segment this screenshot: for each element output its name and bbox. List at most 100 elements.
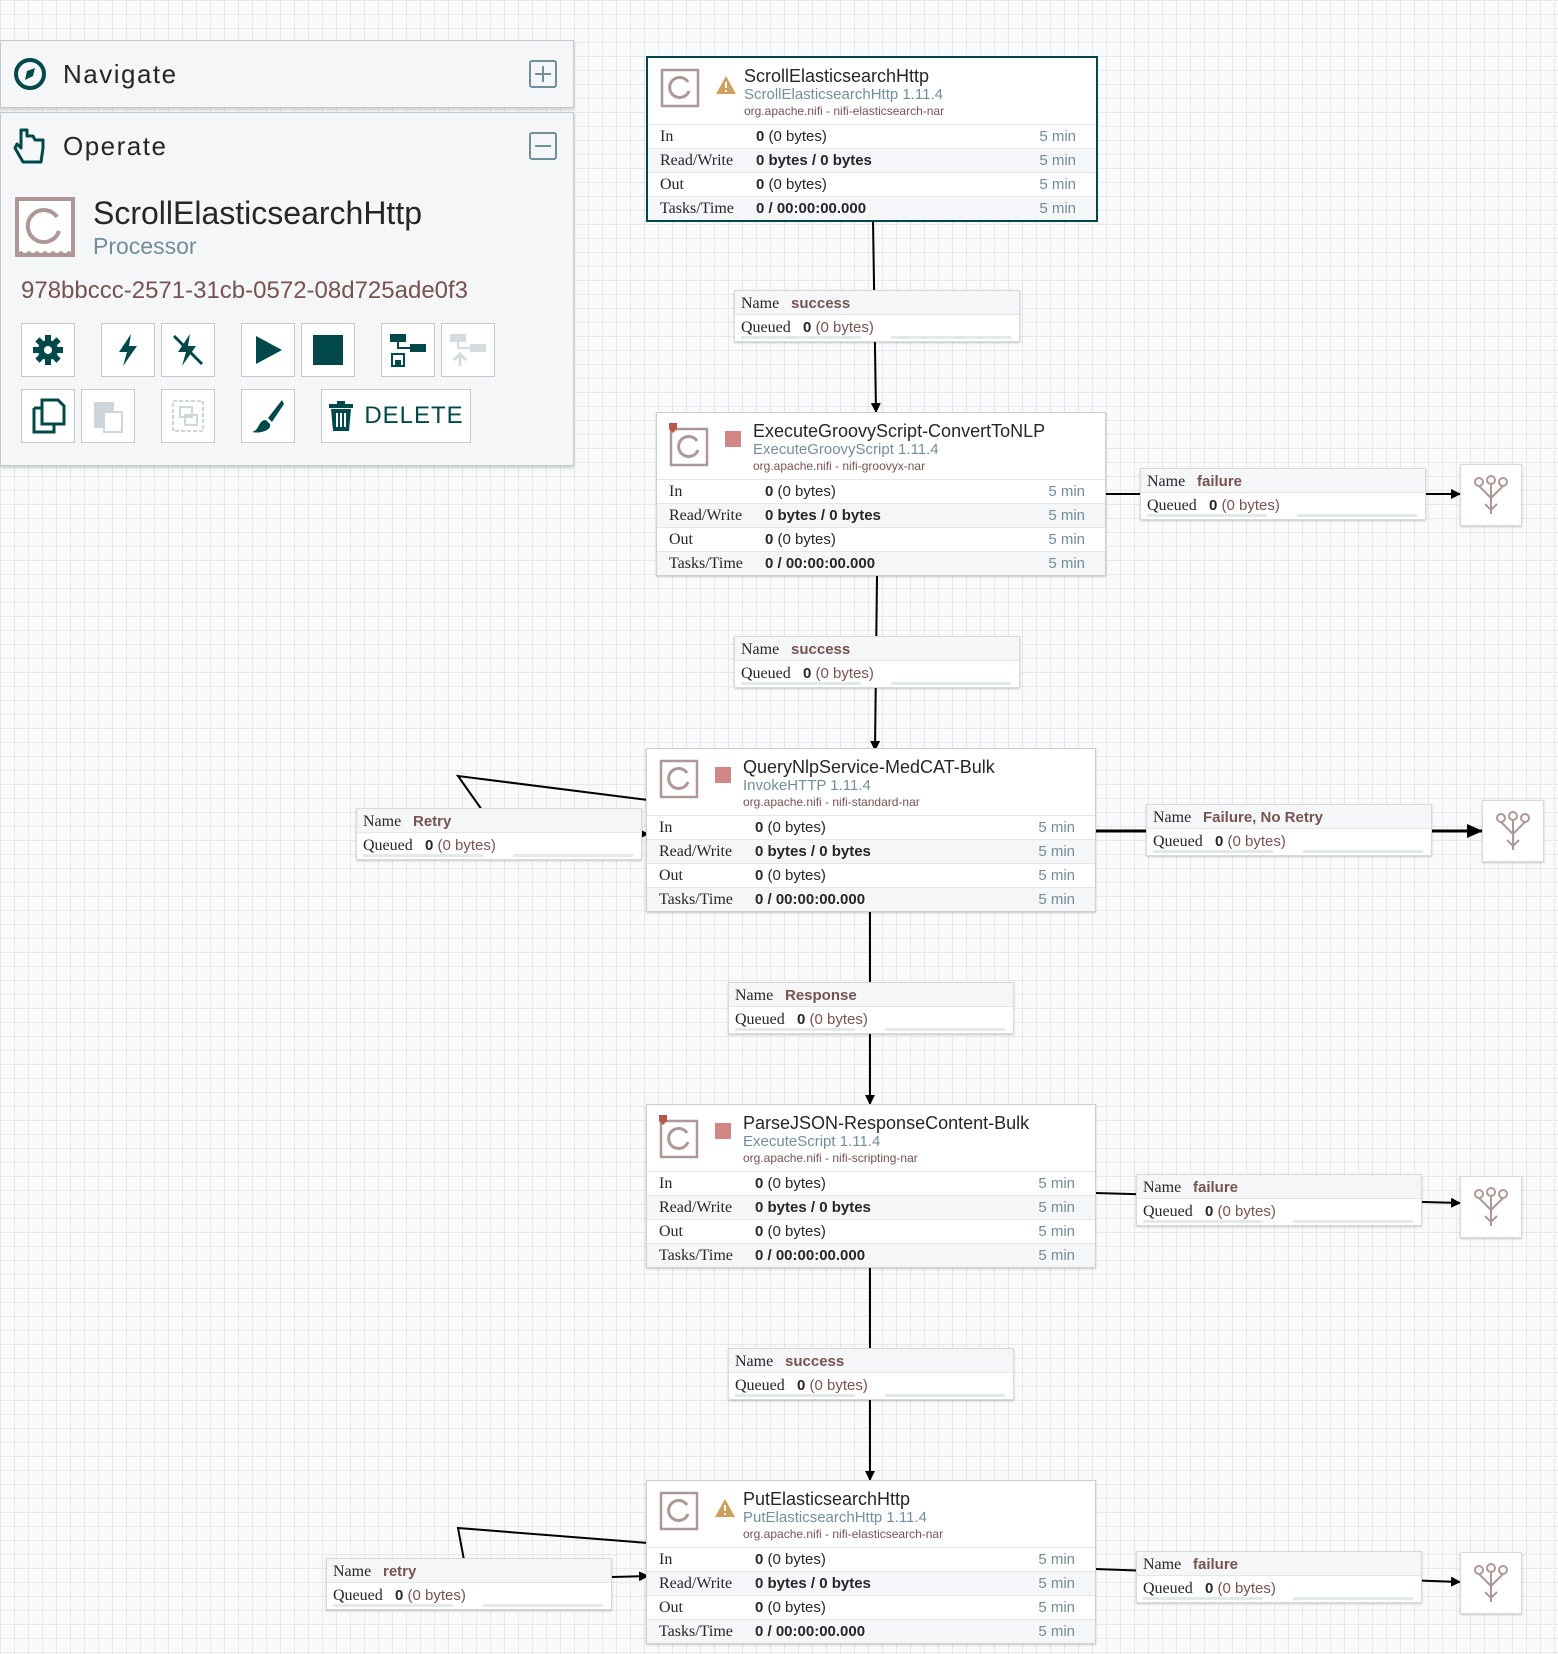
navigate-title: Navigate <box>63 58 178 89</box>
expand-icon[interactable] <box>529 60 557 88</box>
create-template-button[interactable] <box>381 323 435 377</box>
navigate-panel: Navigate <box>0 40 574 108</box>
copy-icon <box>32 398 66 434</box>
funnel[interactable] <box>1460 1552 1522 1614</box>
funnel-icon <box>1496 811 1530 850</box>
processor-icon <box>659 759 699 799</box>
funnel-icon <box>1474 1563 1508 1602</box>
color-brush-icon <box>252 400 284 433</box>
stopped-icon <box>715 1123 731 1139</box>
delete-button[interactable]: DELETE <box>321 389 471 443</box>
processor-bundle: org.apache.nifi - nifi-groovyx-nar <box>753 459 926 473</box>
funnel[interactable] <box>1460 464 1522 526</box>
funnel-icon <box>1474 475 1508 514</box>
processor-name: ExecuteGroovyScript-ConvertToNLP <box>753 421 1046 441</box>
stop-icon <box>313 335 343 365</box>
upload-template-button[interactable] <box>441 323 495 377</box>
processor-scroll-elasticsearch[interactable]: ScrollElasticsearchHttp ScrollElasticsea… <box>646 56 1098 222</box>
processor-name: QueryNlpService-MedCAT-Bulk <box>743 757 995 777</box>
template-upload-icon <box>450 334 486 366</box>
stop-button[interactable] <box>301 323 355 377</box>
processor-name: ScrollElasticsearchHttp <box>744 66 930 86</box>
processor-icon <box>659 1115 699 1159</box>
processor-bundle: org.apache.nifi - nifi-standard-nar <box>743 795 920 809</box>
compass-icon <box>14 58 46 90</box>
processor-icon <box>660 68 700 108</box>
processor-type: ExecuteScript 1.11.4 <box>743 1133 881 1150</box>
processor-name: ParseJSON-ResponseContent-Bulk <box>743 1113 1030 1133</box>
funnel[interactable] <box>1460 1176 1522 1238</box>
warning-icon <box>715 1499 735 1517</box>
operate-title: Operate <box>63 130 168 161</box>
processor-icon <box>13 195 77 264</box>
template-create-icon <box>390 334 426 367</box>
operate-panel: Operate ScrollElasticsearchHttp Processo… <box>0 112 574 466</box>
play-icon <box>256 336 282 364</box>
paste-button[interactable] <box>81 389 135 443</box>
stopped-icon <box>715 767 731 783</box>
processor-type: InvokeHTTP 1.11.4 <box>743 777 871 794</box>
group-button[interactable] <box>161 389 215 443</box>
start-button[interactable] <box>241 323 295 377</box>
warning-icon <box>716 76 736 94</box>
processor-bundle: org.apache.nifi - nifi-elasticsearch-nar <box>744 104 945 118</box>
processor-icon <box>659 1491 699 1531</box>
processor-parse-json[interactable]: ParseJSON-ResponseContent-Bulk ExecuteSc… <box>646 1104 1096 1268</box>
copy-button[interactable] <box>21 389 75 443</box>
disable-icon <box>172 334 204 366</box>
funnel[interactable] <box>1482 800 1544 862</box>
processor-bundle: org.apache.nifi - nifi-elasticsearch-nar <box>743 1527 944 1541</box>
disable-button[interactable] <box>161 323 215 377</box>
processor-put-elasticsearch[interactable]: PutElasticsearchHttp PutElasticsearchHtt… <box>646 1480 1096 1644</box>
configure-button[interactable] <box>21 323 75 377</box>
processor-name: PutElasticsearchHttp <box>743 1489 911 1509</box>
processor-type: ExecuteGroovyScript 1.11.4 <box>753 441 939 458</box>
processor-type: PutElasticsearchHttp 1.11.4 <box>743 1509 927 1526</box>
stopped-icon <box>725 431 741 447</box>
selection-name: ScrollElasticsearchHttp <box>93 195 422 231</box>
processor-icon <box>669 423 709 467</box>
group-icon <box>172 400 204 432</box>
processor-execute-groovy[interactable]: ExecuteGroovyScript-ConvertToNLP Execute… <box>656 412 1106 576</box>
enable-button[interactable] <box>101 323 155 377</box>
processor-bundle: org.apache.nifi - nifi-scripting-nar <box>743 1151 918 1165</box>
delete-label: DELETE <box>364 402 464 429</box>
processor-type: ScrollElasticsearchHttp 1.11.4 <box>744 86 943 103</box>
selection-id: 978bbccc-2571-31cb-0572-08d725ade0f3 <box>21 277 469 304</box>
funnel-icon <box>1474 1187 1508 1226</box>
processor-query-nlp[interactable]: QueryNlpService-MedCAT-Bulk InvokeHTTP 1… <box>646 748 1096 912</box>
collapse-icon[interactable] <box>529 132 557 160</box>
selection-type: Processor <box>93 233 197 259</box>
paste-icon <box>94 402 123 433</box>
enable-icon <box>119 334 137 366</box>
change-color-button[interactable] <box>241 389 295 443</box>
